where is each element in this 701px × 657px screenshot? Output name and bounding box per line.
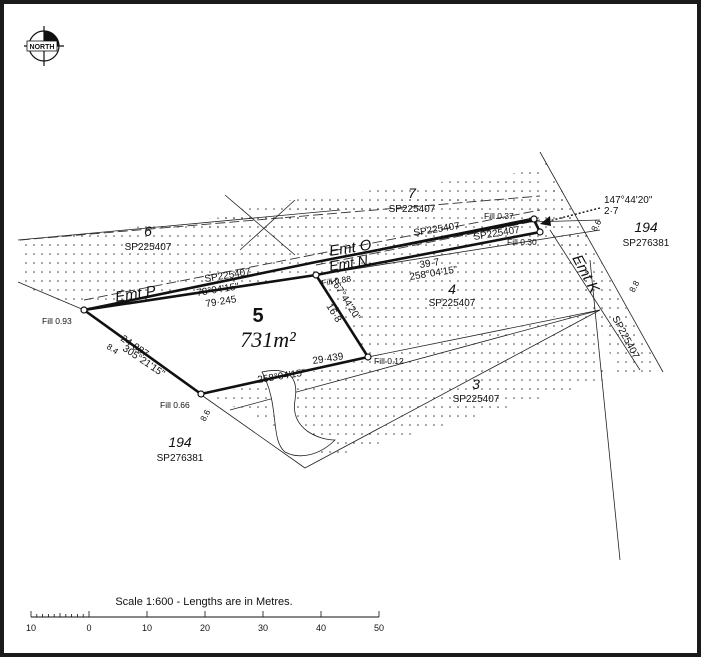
south-distance: 29·439 xyxy=(312,351,345,367)
fill-bottom-left: Fill 0.66 xyxy=(160,400,190,410)
easement-o-label: Emt O xyxy=(328,236,373,259)
easement-dashes xyxy=(19,195,541,301)
lot-7-number: 7 xyxy=(408,185,417,201)
fill-mid: Fill 0.88 xyxy=(321,273,352,288)
compass-label: NORTH xyxy=(30,44,55,51)
north-compass-icon: NORTH xyxy=(24,26,64,66)
fill-right: Fill 0.30 xyxy=(507,237,537,247)
lot-4-plan: SP225407 xyxy=(429,298,476,309)
callout-bearing: 147°44'20" xyxy=(604,195,653,206)
lot-3-plan: SP225407 xyxy=(453,394,500,405)
north-distance: 79·245 xyxy=(205,294,238,310)
scale-title: Scale 1:600 - Lengths are in Metres. xyxy=(115,596,292,608)
callout-arrow xyxy=(540,207,601,226)
lot-area: 731m² xyxy=(240,327,296,352)
stipple-lot-3 xyxy=(210,312,605,460)
road-width-d: 8.6 xyxy=(198,408,213,423)
easement-p-label: Emt P xyxy=(114,283,157,306)
lot-194-bottom-number: 194 xyxy=(168,434,192,450)
lot-5-parcel xyxy=(84,275,368,394)
fill-top-right: Fill 0.37 xyxy=(484,211,514,221)
lot-7-plan: SP225407 xyxy=(389,204,436,215)
scale-tick-label: 30 xyxy=(258,623,268,633)
scale-tick-label: 0 xyxy=(86,623,91,633)
lot-4-number: 4 xyxy=(448,281,456,297)
scale-tick-label: 10 xyxy=(26,623,36,633)
road-width-c: 8.4 xyxy=(105,341,121,356)
survey-marks xyxy=(80,215,544,398)
fill-left: Fill 0.93 xyxy=(42,316,72,326)
easement-n-label: Emt N xyxy=(328,252,370,274)
lot-3-number: 3 xyxy=(472,376,480,392)
lot-6-number: 6 xyxy=(144,223,152,239)
lot-6-plan: SP225407 xyxy=(125,242,172,253)
fill-bottom-mid: Fill 0.12 xyxy=(374,356,404,366)
scale-tick-label: 10 xyxy=(142,623,152,633)
lot-194-bottom-plan: SP276381 xyxy=(157,453,204,464)
scale-tick-label: 20 xyxy=(200,623,210,633)
n-distance: 39·7 xyxy=(419,257,441,271)
callout-distance: 2·7 xyxy=(604,206,619,217)
road-width-b: 8.8 xyxy=(627,279,642,294)
scale-tick-label: 50 xyxy=(374,623,384,633)
stipple-road-k xyxy=(540,150,660,380)
lot-number: 5 xyxy=(252,305,263,327)
lot-194-right-plan: SP276381 xyxy=(623,238,670,249)
lot-194-right-number: 194 xyxy=(634,219,658,235)
scale-tick-label: 40 xyxy=(316,623,326,633)
scale-bar: Scale 1:600 - Lengths are in Metres. 10 … xyxy=(26,596,384,633)
